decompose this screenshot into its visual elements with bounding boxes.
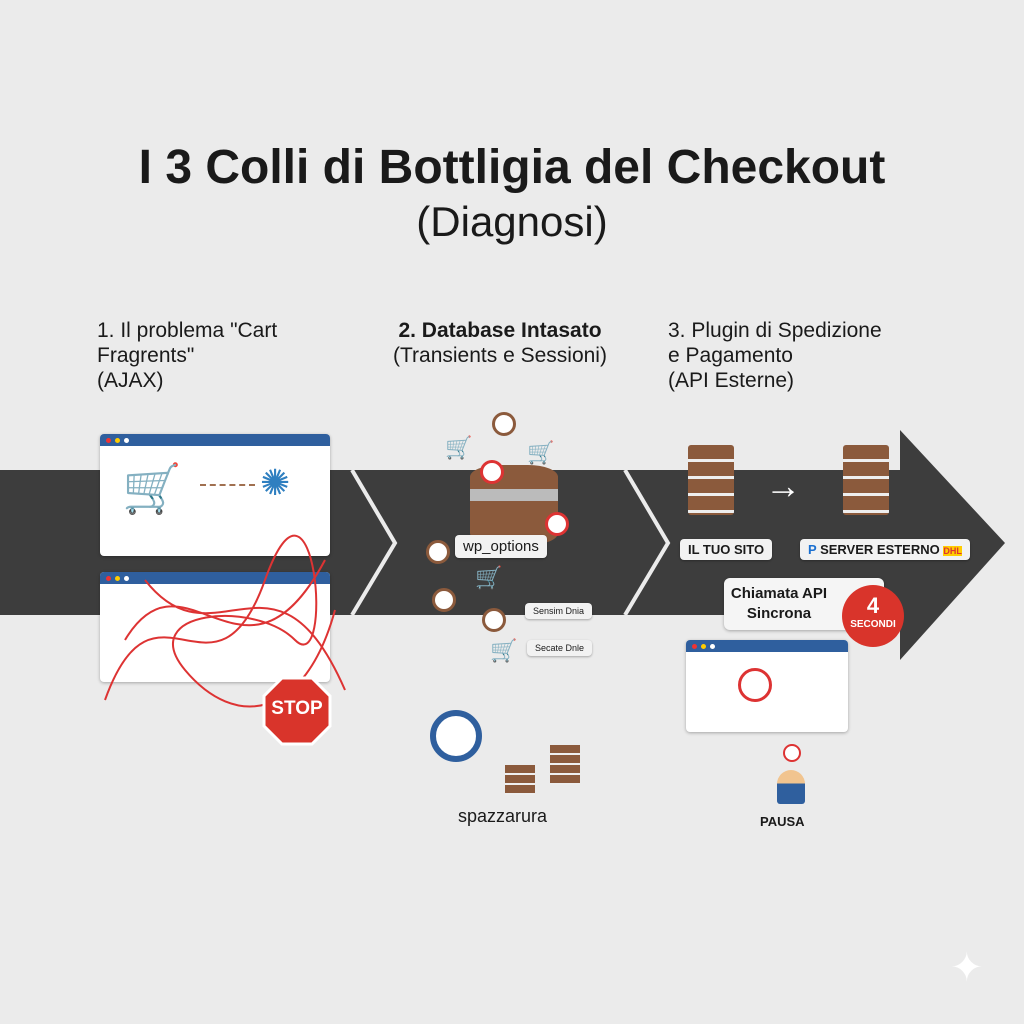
cart-icon: 🛒	[122, 463, 182, 516]
site-label: IL TUO SITO	[680, 539, 773, 560]
database-stack-icon	[550, 745, 580, 785]
session-note: Sensim Dnia	[525, 603, 593, 619]
external-server-label: P SERVER ESTERNO DHL	[800, 539, 970, 560]
cart-icon: 🛒	[445, 435, 473, 460]
clock-icon	[738, 668, 772, 702]
cart-icon: 🛒	[475, 565, 503, 590]
clock-icon	[545, 512, 569, 536]
wp-options-label: wp_options	[455, 535, 547, 558]
clock-icon	[432, 588, 456, 612]
user-icon	[777, 770, 805, 804]
page-subtitle: (Diagnosi)	[416, 198, 608, 245]
paypal-icon: P	[808, 542, 817, 557]
chevron-divider	[350, 468, 398, 617]
clock-icon	[426, 540, 450, 564]
tangled-wires-icon	[104, 534, 346, 708]
stop-label: STOP	[271, 698, 323, 719]
cart-icon: 🛒	[490, 638, 518, 663]
arrow-right-icon: →	[765, 465, 801, 506]
cart-icon: 🛒	[527, 440, 555, 465]
section-2-heading: 2. Database Intasato(Transients e Sessio…	[393, 319, 607, 367]
sync-arrow-icon	[200, 484, 255, 486]
clock-icon	[480, 460, 504, 484]
database-stack-icon	[505, 765, 535, 795]
server-icon-external	[843, 445, 889, 515]
sweep-label: spazzarura	[458, 806, 548, 826]
session-note: Secate Dnle	[527, 640, 593, 656]
magnifier-icon	[430, 710, 482, 762]
timer-icon	[783, 744, 801, 762]
clock-icon	[492, 412, 516, 436]
clock-icon	[482, 608, 506, 632]
loading-spinner-icon: ✺	[260, 462, 291, 503]
page-title: I 3 Colli di Bottligia del Checkout	[138, 141, 886, 194]
sparkle-icon: ✦	[950, 946, 984, 990]
chevron-divider	[623, 468, 671, 617]
browser-window-waiting	[686, 640, 848, 732]
browser-window-tangled	[100, 572, 330, 682]
dhl-logo: DHL	[943, 546, 962, 556]
seconds-badge: 4 SECONDI	[842, 585, 904, 647]
stop-sign-icon	[262, 676, 332, 746]
server-icon-site	[688, 445, 734, 515]
pause-label: PAUSA	[760, 814, 805, 829]
